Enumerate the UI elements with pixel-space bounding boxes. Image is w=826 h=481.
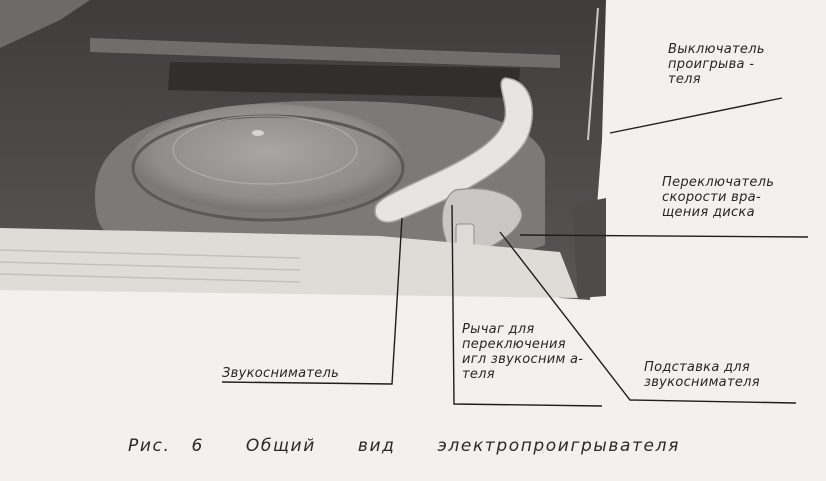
leader-pickup	[221, 217, 403, 385]
cabinet-top-rail	[90, 38, 560, 68]
cabinet-rear-slot	[168, 62, 520, 98]
platter-inner-ring	[172, 115, 358, 185]
leader-speed-switch	[519, 234, 809, 238]
spindle	[252, 130, 264, 136]
label-speed-switch: Переключатель скорости вра- щения диска	[662, 175, 775, 220]
cabinet-side-wall	[572, 198, 606, 298]
leader-lines	[221, 97, 809, 407]
front-panel	[0, 228, 578, 298]
cabinet-lid-edge	[0, 0, 90, 48]
power-switch-rod	[587, 7, 599, 141]
label-pickup: Звукосниматель	[222, 366, 340, 381]
figure-caption: Рис. 6 Общий вид электропроигрывателя	[128, 436, 680, 456]
label-needle-lever: Рычаг для переключения игл звукосним а- …	[462, 322, 584, 382]
front-panel-grille	[0, 249, 301, 283]
leader-player-switch	[609, 97, 783, 134]
tonearm	[374, 77, 533, 223]
leader-needle-lever	[451, 204, 603, 407]
label-pickup-rest: Подставка для звукоснимателя	[644, 360, 760, 390]
platter	[133, 104, 403, 212]
label-player-switch: Выключатель проигрыва - теля	[668, 42, 765, 87]
leader-pickup-rest	[499, 231, 797, 404]
